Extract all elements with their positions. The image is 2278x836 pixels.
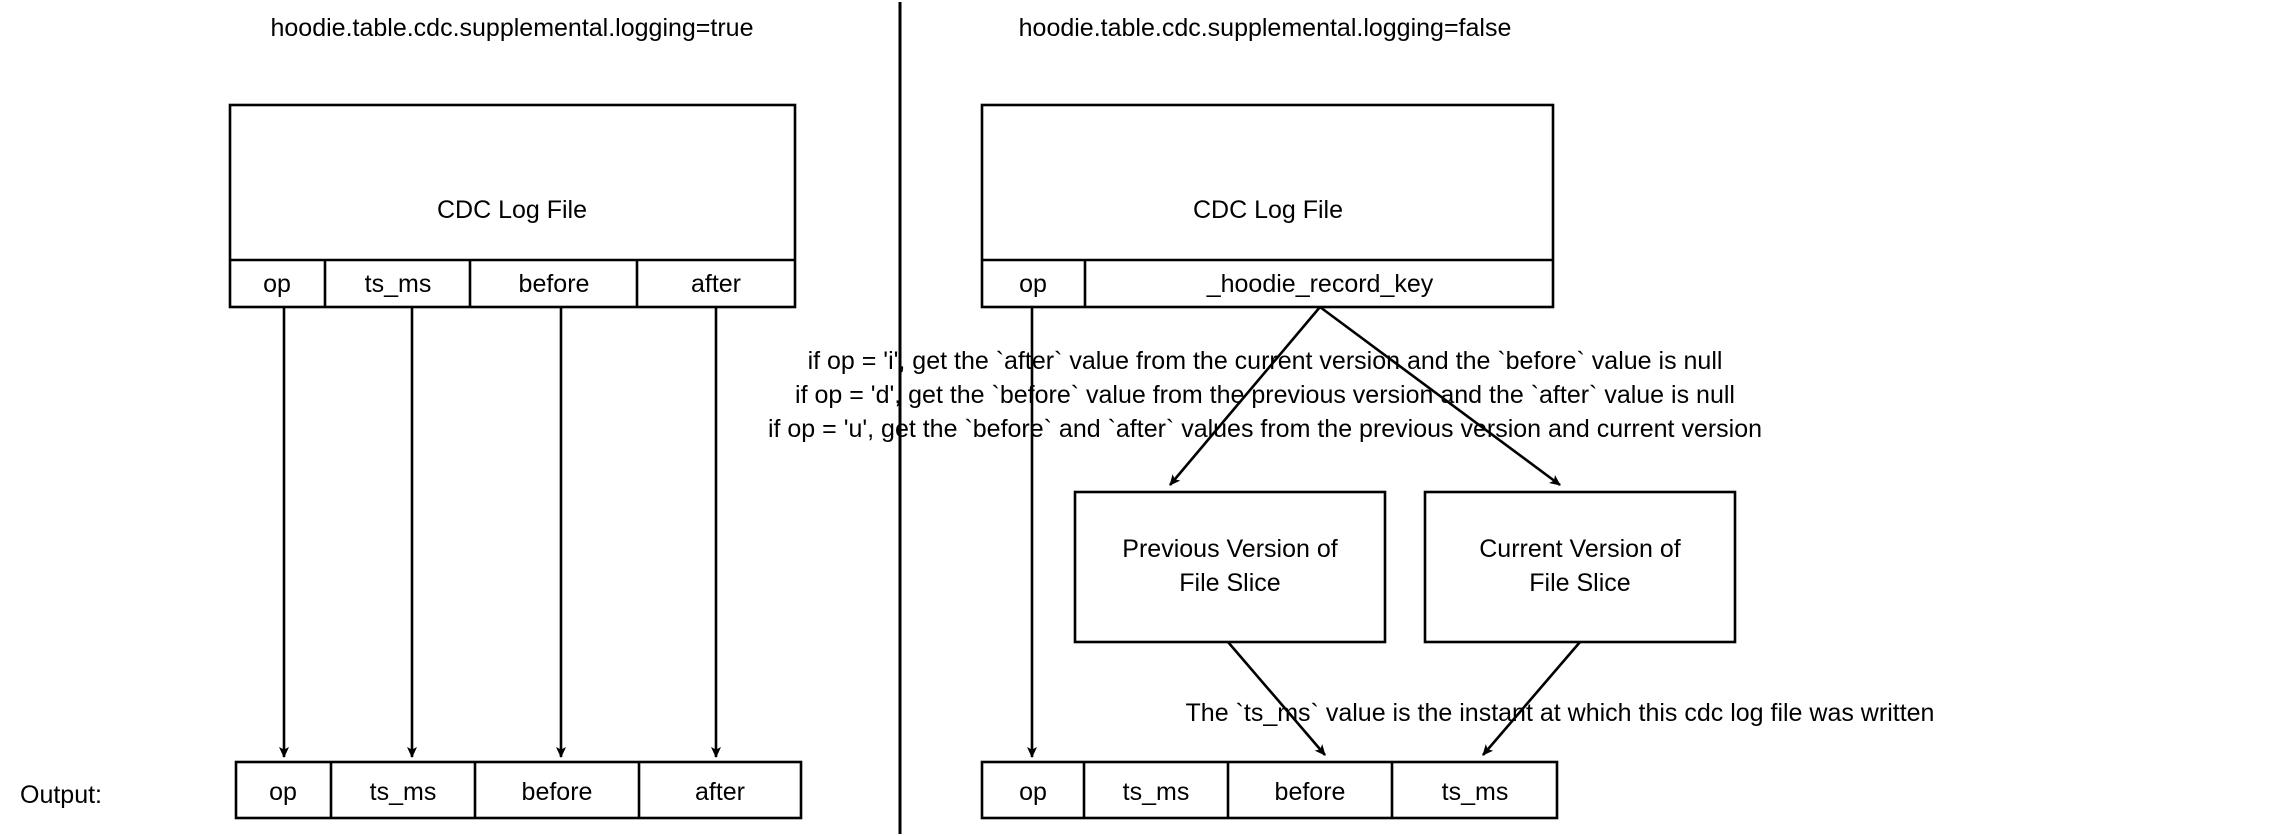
right-note-line-1: if op = 'i', get the `after` value from …	[808, 347, 1723, 375]
left-output-cell-op: op	[269, 778, 297, 806]
right-arrow-to-current-version	[1319, 305, 1561, 487]
output-label: Output:	[20, 781, 102, 809]
right-note-line-2: if op = 'd', get the `before` value from…	[795, 381, 1735, 409]
right-arrow-to-previous-version	[1169, 306, 1321, 486]
previous-version-box	[1073, 490, 1387, 644]
right-cdc-log-box	[980, 103, 1555, 309]
arrow-current-version-to-ts-ms	[1482, 641, 1581, 756]
right-output-cell-ts-ms-1: ts_ms	[1123, 778, 1190, 806]
right-schema-cell-hoodie-record-key: _hoodie_record_key	[1206, 270, 1434, 298]
current-version-box	[1423, 490, 1737, 644]
right-output-cell-before: before	[1275, 778, 1346, 806]
left-output-cell-after: after	[695, 778, 745, 806]
left-schema-cell-op: op	[263, 270, 291, 298]
right-schema-cell-op: op	[1019, 270, 1047, 298]
right-note-line-3: if op = 'u', get the `before` and `after…	[768, 415, 1762, 443]
left-panel-title: hoodie.table.cdc.supplemental.logging=tr…	[271, 14, 754, 42]
ts-ms-note: The `ts_ms` value is the instant at whic…	[1186, 699, 1935, 727]
arrow-previous-version-to-before	[1227, 641, 1326, 756]
current-version-label-line2: File Slice	[1529, 569, 1630, 597]
left-schema-cell-ts-ms: ts_ms	[365, 270, 432, 298]
right-output-cell-ts-ms-2: ts_ms	[1442, 778, 1509, 806]
current-version-label-line1: Current Version of	[1479, 535, 1681, 563]
left-output-cell-ts-ms: ts_ms	[370, 778, 437, 806]
left-schema-cell-before: before	[519, 270, 590, 298]
right-output-cell-op: op	[1019, 778, 1047, 806]
right-panel-title: hoodie.table.cdc.supplemental.logging=fa…	[1019, 14, 1512, 42]
previous-version-label-line2: File Slice	[1179, 569, 1280, 597]
left-schema-cell-after: after	[691, 270, 741, 298]
right-cdc-log-label: CDC Log File	[1193, 196, 1343, 224]
right-output-row	[980, 760, 1559, 820]
previous-version-label-line1: Previous Version of	[1122, 535, 1337, 563]
left-output-cell-before: before	[522, 778, 593, 806]
left-cdc-log-label: CDC Log File	[437, 196, 587, 224]
